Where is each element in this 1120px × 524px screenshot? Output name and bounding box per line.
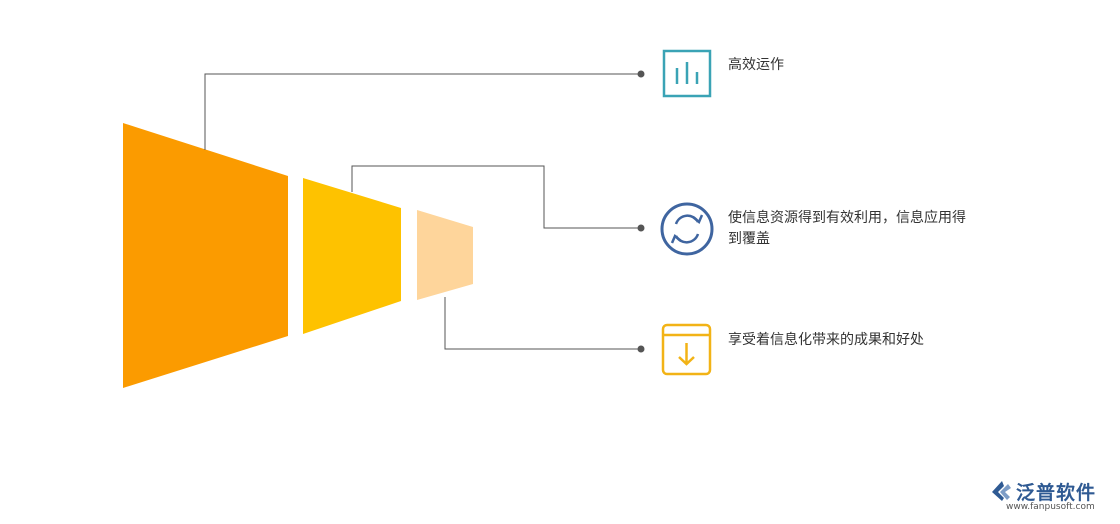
bar-chart-icon bbox=[662, 49, 712, 98]
connector-line-3 bbox=[444, 297, 641, 350]
logo-mark-icon bbox=[992, 481, 1011, 501]
connector-line-1 bbox=[204, 73, 641, 150]
refresh-cycle-icon bbox=[660, 202, 714, 256]
logo-name: 泛普软件 bbox=[1016, 482, 1097, 504]
brand-logo: 泛普软件 www.fanpusoft.com bbox=[990, 478, 1115, 514]
logo-url: www.fanpusoft.com bbox=[1006, 502, 1095, 512]
funnel-segment-2 bbox=[303, 178, 401, 334]
download-box-icon bbox=[661, 323, 712, 376]
connector-dot-3 bbox=[637, 345, 645, 353]
item-label-informatization-benefits: 享受着信息化带来的成果和好处 bbox=[728, 332, 924, 348]
funnel-segment-3 bbox=[417, 210, 473, 300]
item-label-resource-utilization: 使信息资源得到有效利用，信息应用得到覆盖 bbox=[728, 210, 966, 247]
connector-dot-1 bbox=[637, 70, 645, 78]
connector-dot-2 bbox=[637, 224, 645, 232]
funnel-segment-1 bbox=[123, 123, 288, 388]
connector-line-2 bbox=[351, 165, 641, 229]
item-label-efficient-operation: 高效运作 bbox=[728, 57, 784, 73]
